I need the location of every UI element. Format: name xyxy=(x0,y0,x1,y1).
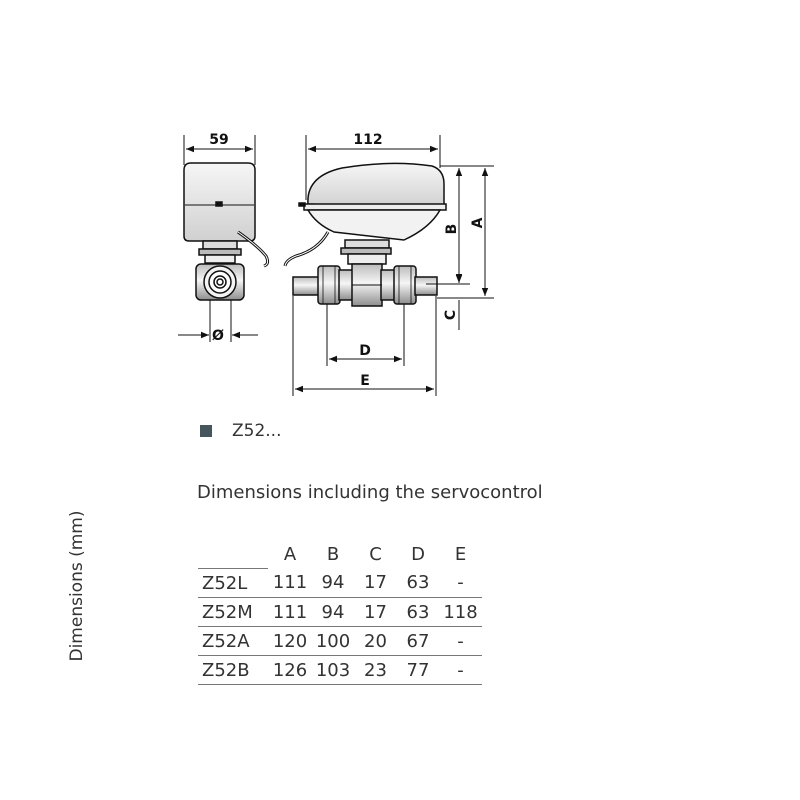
model-cell: Z52M xyxy=(198,597,268,627)
dimensions-table: A B C D E Z52L 111 94 17 63 - Z52M 111 9… xyxy=(198,540,482,685)
value-cell: - xyxy=(439,626,482,656)
value-cell: 118 xyxy=(439,597,482,627)
front-actuator-housing xyxy=(307,162,445,209)
column-header: A xyxy=(283,543,297,565)
model-cell: Z52B xyxy=(198,655,268,685)
value-cell: 94 xyxy=(312,568,354,598)
dimension-c-label: C xyxy=(443,310,459,320)
column-header: C xyxy=(369,543,382,565)
table-heading: Dimensions including the servocontrol xyxy=(197,482,543,503)
side-view-dimensions xyxy=(178,135,258,342)
value-cell: 63 xyxy=(397,568,439,598)
diameter-label: Ø xyxy=(212,328,224,344)
dimension-e-label: E xyxy=(360,373,370,389)
value-cell: 111 xyxy=(268,568,312,598)
value-cell: 111 xyxy=(268,597,312,627)
value-cell: 20 xyxy=(354,626,397,656)
front-width-label: 112 xyxy=(353,132,382,148)
model-cell: Z52L xyxy=(198,568,268,598)
value-cell: 67 xyxy=(397,626,439,656)
value-cell: 63 xyxy=(397,597,439,627)
value-cell: 103 xyxy=(312,655,354,685)
front-view-dimensions xyxy=(292,135,494,396)
value-cell: - xyxy=(439,655,482,685)
table-header-row: A B C D E xyxy=(198,540,482,569)
column-header: D xyxy=(411,543,425,565)
dimension-d-label: D xyxy=(359,343,371,359)
valve-dimension-drawing: 59 Ø xyxy=(178,132,494,396)
value-cell: 77 xyxy=(397,655,439,685)
side-view xyxy=(183,162,270,301)
front-cable xyxy=(283,231,330,267)
column-header xyxy=(198,540,268,569)
column-header: B xyxy=(326,543,340,565)
table-row: Z52L 111 94 17 63 - xyxy=(198,568,482,598)
dimension-b-label: B xyxy=(444,224,460,235)
table-row: Z52B 126 103 23 77 - xyxy=(198,655,482,685)
side-width-label: 59 xyxy=(209,132,228,148)
legend-square-icon xyxy=(200,425,212,437)
value-cell: 17 xyxy=(354,568,397,598)
front-view xyxy=(283,162,447,307)
table-row: Z52A 120 100 20 67 - xyxy=(198,626,482,656)
legend-label: Z52... xyxy=(232,421,282,441)
column-header: E xyxy=(454,543,467,565)
value-cell: 120 xyxy=(268,626,312,656)
dimension-a-label: A xyxy=(470,217,486,228)
value-cell: 100 xyxy=(312,626,354,656)
value-cell: - xyxy=(439,568,482,598)
value-cell: 94 xyxy=(312,597,354,627)
model-cell: Z52A xyxy=(198,626,268,656)
value-cell: 126 xyxy=(268,655,312,685)
value-cell: 17 xyxy=(354,597,397,627)
units-side-label: Dimensions (mm) xyxy=(67,510,87,662)
table-row: Z52M 111 94 17 63 118 xyxy=(198,597,482,627)
value-cell: 23 xyxy=(354,655,397,685)
model-legend: Z52... xyxy=(200,421,282,441)
